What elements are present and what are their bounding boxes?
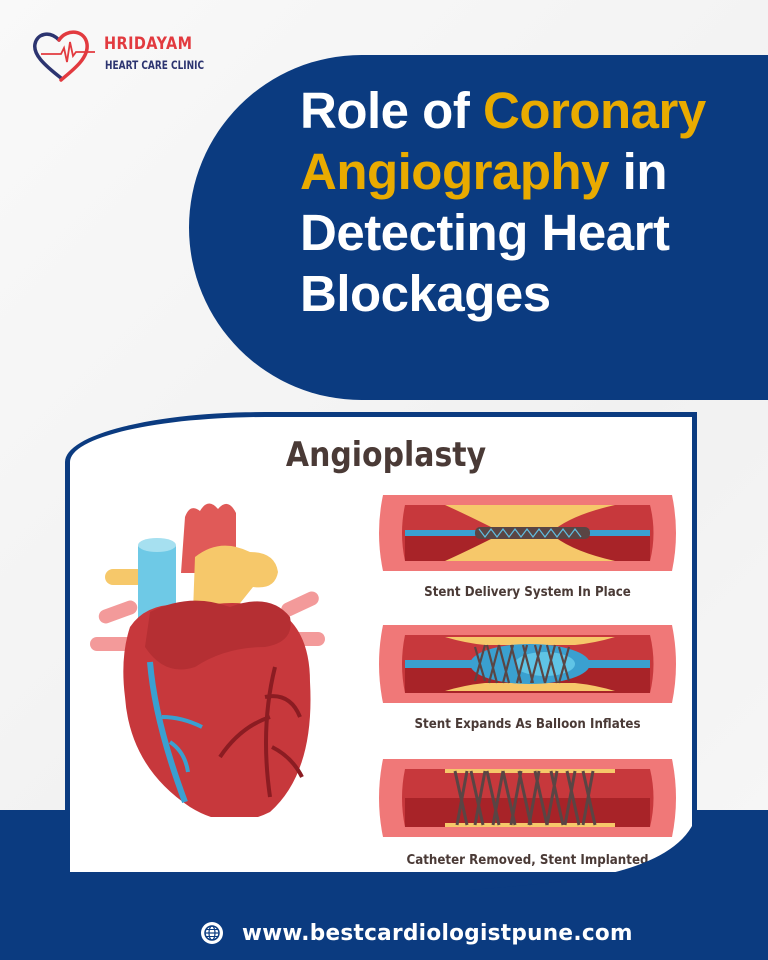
title-line-blockages: Blockages <box>300 265 551 322</box>
stent-delivery-icon <box>379 495 676 571</box>
card-title: Angioplasty <box>285 435 487 475</box>
title-word-coronary: Coronary <box>483 82 706 139</box>
decorative-wave <box>468 810 768 890</box>
step-1-label: Stent Delivery System In Place <box>424 584 631 600</box>
heart-ecg-icon <box>33 30 95 82</box>
website-link[interactable]: www.bestcardiologistpune.com <box>200 918 641 948</box>
globe-icon <box>201 922 223 944</box>
website-url: www.bestcardiologistpune.com <box>242 920 633 946</box>
step-3-label: Catheter Removed, Stent Implanted <box>406 852 649 868</box>
title-word-role: Role of <box>300 82 483 139</box>
anatomical-heart-icon <box>90 503 325 817</box>
brand-logo[interactable]: HRIDAYAM HEART CARE CLINIC <box>33 28 213 83</box>
title-banner <box>189 55 768 400</box>
step-2-label: Stent Expands As Balloon Inflates <box>414 716 641 732</box>
page-title: Role of Coronary Angiography in Detectin… <box>300 80 768 324</box>
stent-implanted-icon <box>379 759 676 837</box>
title-word-in: in <box>609 143 668 200</box>
brand-tagline: HEART CARE CLINIC <box>105 58 205 72</box>
brand-name: HRIDAYAM <box>104 34 193 54</box>
title-word-angiography: Angiography <box>300 143 610 200</box>
title-line-detecting: Detecting Heart <box>300 204 670 261</box>
stent-expand-icon <box>379 625 676 703</box>
angioplasty-card: Angioplasty Stent Delivery System In P <box>65 412 697 877</box>
